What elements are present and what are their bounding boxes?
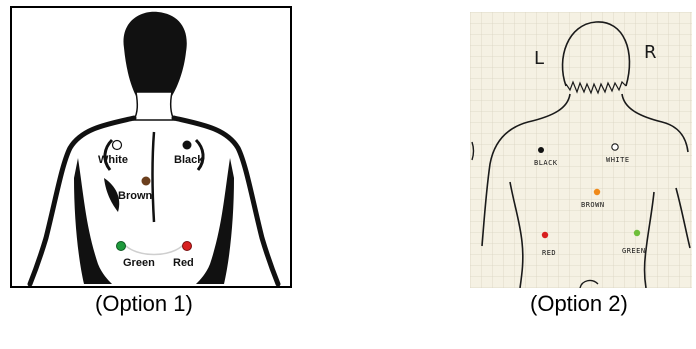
option-1-diagram: White Black Brown Green Red: [10, 6, 292, 288]
electrode-brown: [142, 177, 151, 186]
electrode-green: [117, 242, 126, 251]
head-hair: [123, 12, 186, 96]
electrode-label: WHITE: [606, 156, 630, 164]
left-flank-shadow: [74, 158, 112, 284]
electrode-green: [634, 230, 640, 236]
option-2-caption: (Option 2): [530, 291, 628, 317]
graph-paper: [470, 12, 692, 288]
electrode-label: Brown: [118, 190, 153, 202]
electrode-label: BROWN: [581, 201, 605, 209]
electrode-label: White: [98, 154, 128, 166]
waist-line: [124, 244, 184, 255]
side-left-label: L: [534, 48, 544, 69]
neck: [134, 92, 174, 120]
electrode-white: [612, 144, 618, 150]
electrode-red: [183, 242, 192, 251]
option-2-sketch: L R BLACK WHITE BROWN RED GREEN: [470, 12, 692, 288]
option-1-back-illustration: White Black Brown Green Red: [12, 8, 290, 286]
electrode-label: Red: [173, 257, 194, 269]
left-side-shadow: [104, 178, 119, 212]
electrode-label: GREEN: [622, 247, 646, 255]
option-2-diagram: L R BLACK WHITE BROWN RED GREEN: [470, 12, 692, 288]
electrode-label: RED: [542, 249, 556, 257]
electrode-brown: [594, 189, 600, 195]
electrode-white: [113, 141, 122, 150]
electrode-label: Green: [123, 257, 155, 269]
electrode-black: [183, 141, 192, 150]
side-right-label: R: [644, 42, 657, 63]
electrode-black: [538, 147, 544, 153]
electrode-red: [542, 232, 548, 238]
right-flank-shadow: [196, 158, 234, 284]
spine-line: [153, 132, 155, 222]
electrode-label: BLACK: [534, 159, 558, 167]
electrode-label: Black: [174, 154, 204, 166]
option-1-caption: (Option 1): [95, 291, 193, 317]
